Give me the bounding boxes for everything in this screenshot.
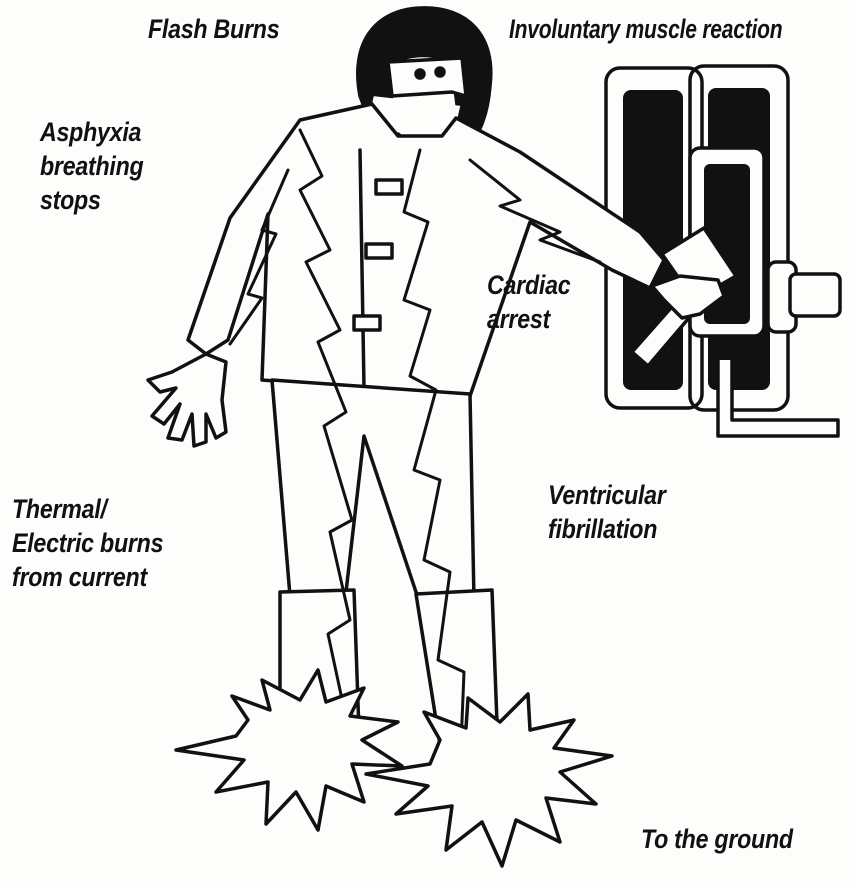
label-ventricular-fibrillation: Ventricular fibrillation [548,478,666,546]
label-to-the-ground: To the ground [641,822,793,856]
jacket-button-2 [366,244,392,258]
right-ground-burst [366,694,612,866]
label-ventricular-line-1: Ventricular [548,478,666,512]
label-thermal-line-1: Thermal/ [12,492,163,526]
label-thermal-electric-burns: Thermal/ Electric burns from current [12,492,163,594]
label-asphyxia-line-2: breathing [40,149,143,183]
label-involuntary-muscle-reaction: Involuntary muscle reaction [509,12,782,46]
label-asphyxia-line-1: Asphyxia [40,115,143,149]
label-cardiac-line-2: arrest [487,302,570,336]
label-involuntary-text: Involuntary muscle reaction [509,12,782,46]
left-eye [416,70,424,78]
label-flash-burns: Flash Burns [148,12,279,46]
goggles [388,58,466,96]
label-ventricular-line-2: fibrillation [548,512,666,546]
label-asphyxia: Asphyxia breathing stops [40,115,143,217]
label-thermal-line-3: from current [12,560,163,594]
left-hand [148,354,226,446]
right-eye [436,68,444,76]
equipment-connector [790,274,840,316]
jacket-button-1 [376,180,402,194]
label-flash-burns-text: Flash Burns [148,12,279,46]
label-cardiac-arrest: Cardiac arrest [487,268,570,336]
label-asphyxia-line-3: stops [40,183,143,217]
left-ground-burst [176,670,402,830]
label-cardiac-line-1: Cardiac [487,268,570,302]
label-thermal-line-2: Electric burns [12,526,163,560]
jacket-button-3 [354,316,380,330]
label-ground-text: To the ground [641,822,793,856]
jacket [188,104,664,396]
